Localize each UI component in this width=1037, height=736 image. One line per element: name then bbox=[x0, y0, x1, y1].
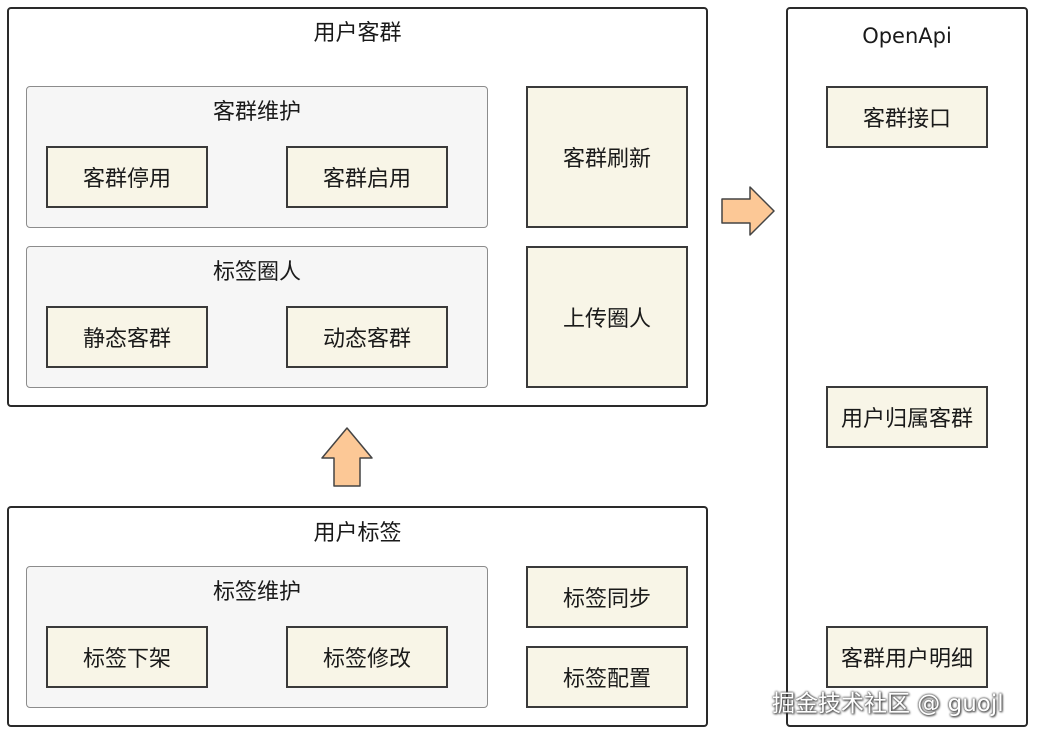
user-segments-title: 用户客群 bbox=[313, 21, 402, 46]
segment-maintenance-title: 客群维护 bbox=[212, 100, 301, 125]
user-segments-api-box: 用户归属客群 bbox=[826, 386, 988, 448]
segment-api-box: 客群接口 bbox=[826, 86, 988, 148]
tag-selection-title: 标签圈人 bbox=[212, 260, 301, 285]
tag-offline-box: 标签下架 bbox=[46, 626, 208, 688]
upload-selection-box: 上传圈人 bbox=[526, 246, 688, 388]
openapi-title: OpenApi bbox=[862, 24, 952, 48]
segment-users-api-box: 客群用户明细 bbox=[826, 626, 988, 688]
segment-refresh-box: 客群刷新 bbox=[526, 86, 688, 228]
dynamic-segment-box: 动态客群 bbox=[286, 306, 448, 368]
tag-modify-box: 标签修改 bbox=[286, 626, 448, 688]
static-segment-box: 静态客群 bbox=[46, 306, 208, 368]
right-arrow-icon bbox=[721, 186, 775, 236]
tag-sync-box: 标签同步 bbox=[526, 566, 688, 628]
up-arrow-icon bbox=[321, 427, 373, 487]
tag-config-box: 标签配置 bbox=[526, 646, 688, 708]
user-tags-title: 用户标签 bbox=[313, 521, 402, 546]
segment-enable-box: 客群启用 bbox=[286, 146, 448, 208]
segment-disable-box: 客群停用 bbox=[46, 146, 208, 208]
watermark: 掘金技术社区 @ guojl bbox=[772, 691, 1004, 717]
tag-maintenance-title: 标签维护 bbox=[212, 580, 301, 605]
